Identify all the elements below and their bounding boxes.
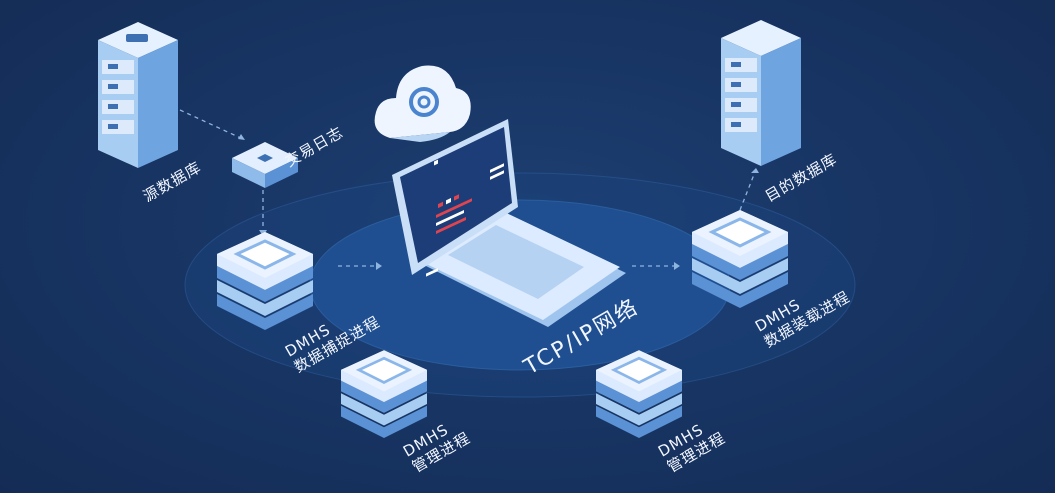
cloud-icon bbox=[374, 65, 471, 142]
manager-process-right-icon bbox=[594, 348, 684, 440]
transaction-log-device-icon bbox=[232, 142, 298, 188]
connector-lines bbox=[179, 109, 756, 267]
loader-process-icon bbox=[690, 208, 790, 310]
laptop-icon bbox=[392, 119, 626, 327]
target-database-server-icon bbox=[721, 20, 801, 166]
source-database-server-icon bbox=[98, 22, 178, 168]
capture-process-icon bbox=[217, 232, 313, 330]
manager-process-left-icon bbox=[339, 348, 429, 440]
